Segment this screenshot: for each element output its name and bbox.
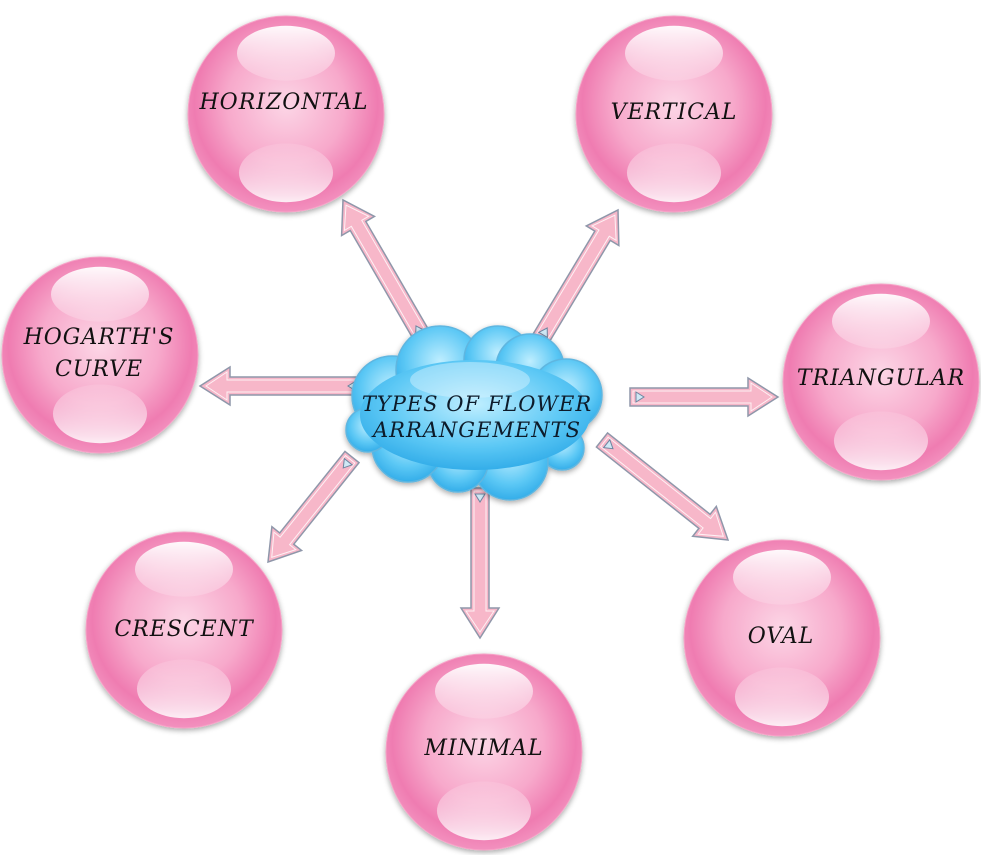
arrow-to-oval <box>595 431 730 541</box>
node-vertical <box>575 15 773 213</box>
node-hogarths-curve <box>1 256 199 454</box>
node-hogarths-curve-line1: HOGARTH'S <box>23 325 175 351</box>
node-oval <box>683 539 881 737</box>
arrows-layer <box>198 198 780 640</box>
node-triangular-label: TRIANGULAR <box>796 366 966 392</box>
node-horizontal <box>187 15 385 213</box>
node-minimal <box>385 653 583 851</box>
node-crescent-label: CRESCENT <box>114 617 254 643</box>
node-hogarths-curve-line2: CURVE <box>54 357 144 382</box>
node-oval-label: OVAL <box>747 624 815 650</box>
spheres-layer <box>1 15 980 851</box>
arrow-to-minimal <box>459 487 501 640</box>
node-hogarths-curve-label: HOGARTH'S CURVE <box>24 322 175 386</box>
center-cloud <box>345 325 603 501</box>
node-vertical-label: VERTICAL <box>610 100 738 126</box>
center-label-line2: ARRANGEMENTS <box>372 418 582 442</box>
arrow-to-hogarths-curve <box>198 365 363 407</box>
center-label: TYPES OF FLOWER ARRANGEMENTS <box>362 391 592 444</box>
arrow-to-crescent <box>267 450 361 564</box>
node-crescent <box>85 531 283 729</box>
arrow-to-horizontal <box>340 198 432 344</box>
arrow-to-triangular <box>629 376 780 418</box>
arrow-to-vertical <box>531 208 620 346</box>
center-label-line1: TYPES OF FLOWER <box>361 391 593 416</box>
node-horizontal-label: HORIZONTAL <box>199 90 369 116</box>
node-minimal-label: MINIMAL <box>424 736 544 762</box>
node-triangular <box>782 283 980 481</box>
